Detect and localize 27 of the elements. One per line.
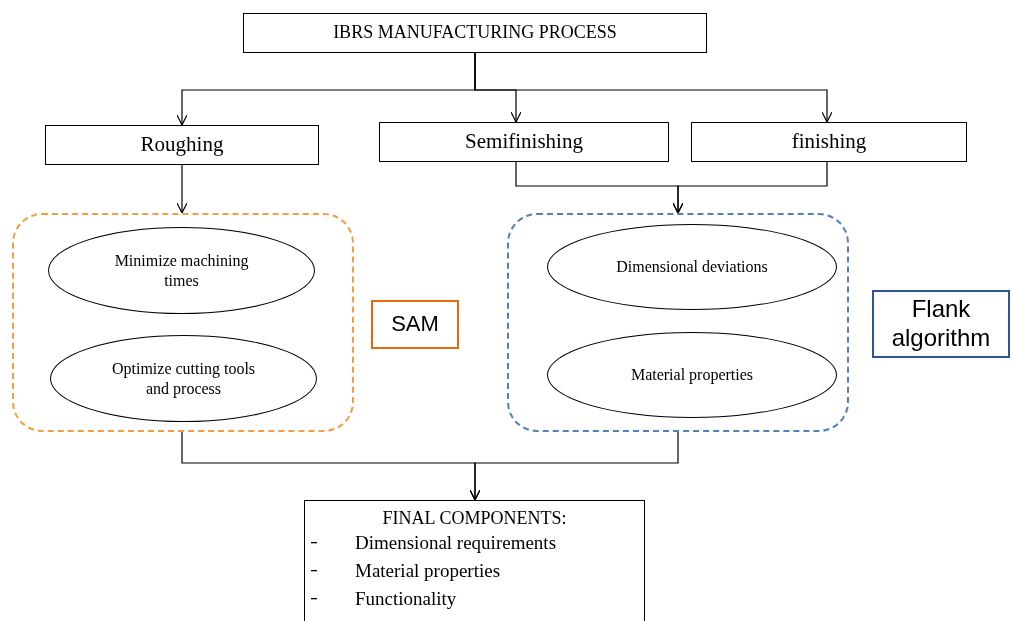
dashed-group [507,213,849,432]
node-label: Semifinishing [465,129,583,155]
process-box [45,125,319,165]
node-label: Minimize machining times [113,251,250,290]
arrow [176,164,188,214]
process-box [691,122,967,162]
heading: FINAL COMPONENTS: [382,507,567,529]
list-item: Material properties [355,560,501,582]
dashed-group [12,213,354,432]
node-label: finishing [791,129,867,155]
process-box [379,122,669,162]
label-box [371,300,459,349]
node-label: SAM [391,311,439,338]
list-item: Functionality [355,588,457,610]
arrow [672,161,828,214]
arrow [474,52,833,123]
result-box [304,500,645,621]
node-label: Optimize cutting tools and process [110,359,257,398]
arrow [469,431,679,501]
node-label: Material properties [630,365,754,385]
process-box [243,13,707,53]
node-label: Dimensional deviations [616,257,768,277]
node-label: Flank algorithm [890,295,992,353]
label-box [872,290,1010,358]
node-label: Roughing [140,132,224,158]
list-item: Dimensional requirements [355,532,557,554]
node-label: IBRS MANUFACTURING PROCESS [333,22,617,44]
